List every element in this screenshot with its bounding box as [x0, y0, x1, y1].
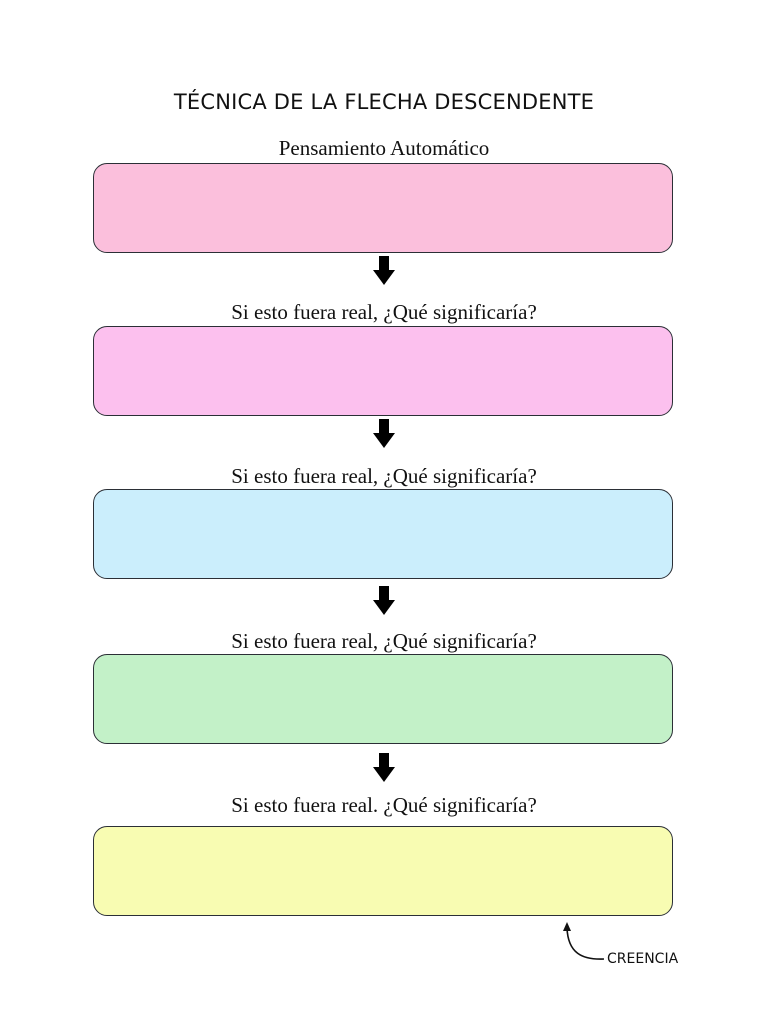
arrow-down-icon: [373, 753, 395, 782]
input-box-4[interactable]: [93, 654, 673, 744]
step-label-5: Si esto fuera real. ¿Qué significaría?: [231, 793, 537, 817]
arrow-down-icon: [373, 419, 395, 448]
arrow-down-icon: [373, 256, 395, 285]
input-box-3[interactable]: [93, 489, 673, 579]
page-title: TÉCNICA DE LA FLECHA DESCENDENTE: [173, 90, 595, 114]
input-box-2[interactable]: [93, 326, 673, 416]
arrow-down-icon: [373, 586, 395, 615]
step-label-2: Si esto fuera real, ¿Qué significaría?: [231, 300, 537, 324]
input-box-1[interactable]: [93, 163, 673, 253]
step-label-1: Pensamiento Automático: [278, 136, 490, 160]
curved-arrow-icon: [563, 922, 605, 960]
step-label-4: Si esto fuera real, ¿Qué significaría?: [231, 629, 537, 653]
input-box-5[interactable]: [93, 826, 673, 916]
creencia-label: CREENCIA: [607, 951, 679, 967]
step-label-3: Si esto fuera real, ¿Qué significaría?: [231, 464, 537, 488]
